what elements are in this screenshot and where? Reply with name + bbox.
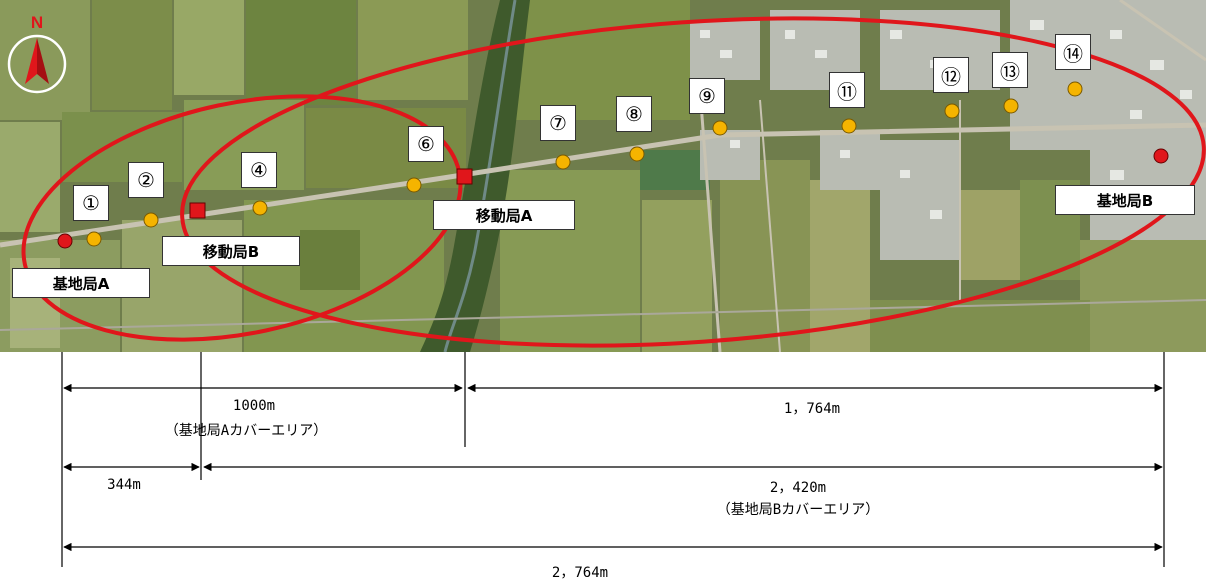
point-label-9: ⑨ (689, 78, 725, 114)
point-label-8: ⑧ (616, 96, 652, 132)
base-station-b-marker (1153, 148, 1169, 164)
measure-point (86, 231, 102, 247)
measure-point (1067, 81, 1083, 97)
point-label-6: ⑥ (408, 126, 444, 162)
north-arrow-icon: N (4, 12, 70, 96)
measure-point (629, 146, 645, 162)
measure-point (252, 200, 268, 216)
measure-point (944, 103, 960, 119)
measure-point (143, 212, 159, 228)
dim-label-base-a-coverage: （基地局Aカバーエリア） (164, 423, 328, 439)
point-label-2: ② (128, 162, 164, 198)
point-label-7: ⑦ (540, 105, 576, 141)
point-label-1: ① (73, 185, 109, 221)
coverage-ellipse-b (180, 16, 1206, 348)
base-station-a-marker (57, 233, 73, 249)
base-station-b-label: 基地局B (1055, 185, 1195, 215)
dim-label-a-to-mobile-a: 1000m (232, 398, 276, 414)
dim-label-a-to-mobile-b: 344m (107, 477, 141, 493)
north-label: N (31, 13, 43, 32)
mobile-station-b-marker (189, 202, 206, 219)
point-label-4: ④ (241, 152, 277, 188)
mobile-station-b-label: 移動局B (162, 236, 300, 266)
dim-label-mobile-a-to-b: 1，764m (783, 401, 841, 417)
point-label-11: ⑪ (829, 72, 865, 108)
mobile-station-a-marker (456, 168, 473, 185)
point-label-13: ⑬ (992, 52, 1028, 88)
point-label-12: ⑫ (933, 57, 969, 93)
farm-fields (0, 0, 1206, 352)
base-station-a-label: 基地局A (12, 268, 150, 298)
dim-label-total: 2，764m (551, 565, 609, 581)
measure-point (555, 154, 571, 170)
mobile-station-a-label: 移動局A (433, 200, 575, 230)
dimension-lines (61, 352, 1165, 567)
point-label-14: ⑭ (1055, 34, 1091, 70)
measure-point (841, 118, 857, 134)
measure-points (86, 81, 1083, 247)
measure-point (712, 120, 728, 136)
dim-label-base-b-coverage: （基地局Bカバーエリア） (716, 502, 880, 518)
measure-point (406, 177, 422, 193)
measure-point (1003, 98, 1019, 114)
dim-label-mobile-b-to-base-b: 2，420m (769, 480, 827, 496)
roads (0, 0, 1206, 352)
